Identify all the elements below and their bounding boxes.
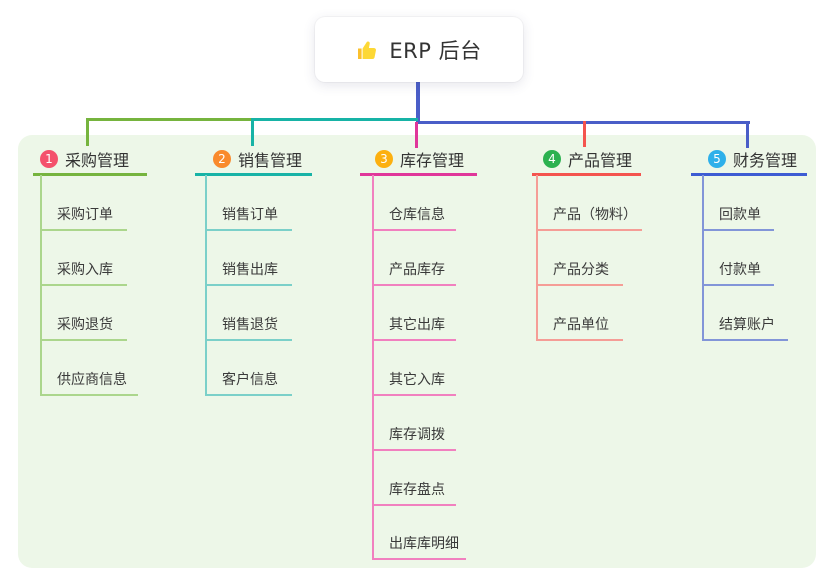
node-kucun-pandian[interactable]: 库存盘点 [372,482,456,506]
node-chukuku-mingxi[interactable]: 出库库明细 [372,536,466,560]
node-kucun-diaobo[interactable]: 库存调拨 [372,427,456,451]
branch-5-underline [691,173,807,176]
branch-1-label: 采购管理 [65,151,130,170]
branch-topic-2[interactable]: 2 销售管理 [213,149,303,170]
branch-1-badge: 1 [40,150,58,168]
branch-2-badge: 2 [213,150,231,168]
branch-3-underline [360,173,477,176]
branch-5-badge: 5 [708,150,726,168]
branch-topic-5[interactable]: 5 财务管理 [708,149,798,170]
connector-drop-branch2 [251,118,254,146]
branch-4-spine [536,175,538,341]
connector-bus-green [86,118,254,121]
connector-bus-teal [251,118,418,121]
branch-5-spine [702,175,704,341]
node-chanpin-danwei[interactable]: 产品单位 [536,317,623,341]
node-xiaoshou-chuku[interactable]: 销售出库 [205,262,292,286]
branch-5-label: 财务管理 [733,151,798,170]
branch-topic-4[interactable]: 4 产品管理 [543,149,633,170]
connector-drop-branch5 [746,121,749,148]
branch-1-underline [33,173,147,176]
branch-3-badge: 3 [375,150,393,168]
connector-drop-branch4 [583,121,586,147]
node-chanpin-kucun[interactable]: 产品库存 [372,262,456,286]
node-kehu-xinxi[interactable]: 客户信息 [205,372,292,396]
connector-drop-branch3 [415,122,418,148]
node-qita-ruku[interactable]: 其它入库 [372,372,456,396]
branch-4-underline [532,173,641,176]
branch-2-label: 销售管理 [238,151,303,170]
branch-4-badge: 4 [543,150,561,168]
node-gongyingshang-xinxi[interactable]: 供应商信息 [40,372,138,396]
node-cangku-xinxi[interactable]: 仓库信息 [372,207,456,231]
node-fukuan-dan[interactable]: 付款单 [702,262,774,286]
root-label: ERP 后台 [389,38,482,63]
node-chanpin-fenlei[interactable]: 产品分类 [536,262,623,286]
branch-3-label: 库存管理 [400,151,465,170]
branch-topic-1[interactable]: 1 采购管理 [40,149,130,170]
node-xiaoshou-dingdan[interactable]: 销售订单 [205,207,292,231]
node-xiaoshou-tuihuo[interactable]: 销售退货 [205,317,292,341]
node-chanpin-wuliao[interactable]: 产品（物料） [536,207,642,231]
node-qita-chuku[interactable]: 其它出库 [372,317,456,341]
branch-4-label: 产品管理 [568,151,633,170]
branch-topic-3[interactable]: 3 库存管理 [375,149,465,170]
connector-root-vertical [416,82,420,124]
thumbs-up-icon [356,38,380,62]
node-caigou-tuihuo[interactable]: 采购退货 [40,317,127,341]
node-huikuan-dan[interactable]: 回款单 [702,207,774,231]
root-node[interactable]: ERP 后台 [315,17,523,82]
branches-panel [18,135,816,568]
branch-2-underline [195,173,312,176]
node-caigou-dingdan[interactable]: 采购订单 [40,207,127,231]
connector-drop-branch1 [86,118,89,146]
node-caigou-ruku[interactable]: 采购入库 [40,262,127,286]
branch-3-spine [372,175,374,560]
node-jiesuan-zhanghu[interactable]: 结算账户 [702,317,788,341]
